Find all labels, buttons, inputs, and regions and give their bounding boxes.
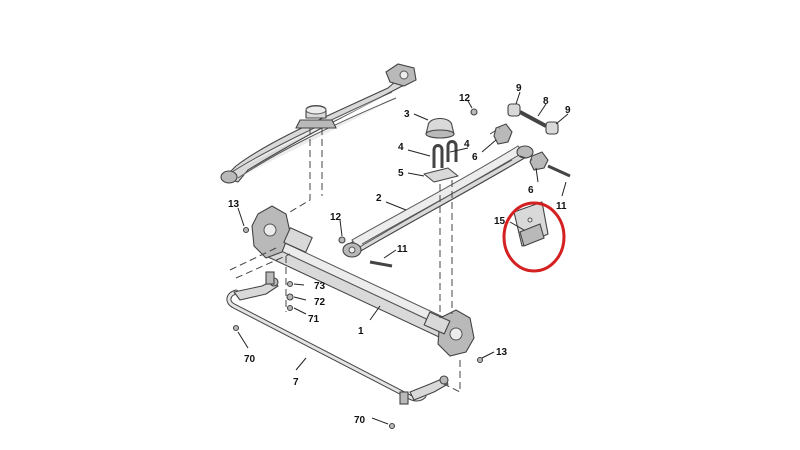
assembly-lines (229, 127, 533, 393)
fastener-71 (286, 304, 294, 312)
callout-4-right[interactable]: 4 (464, 139, 470, 150)
callout-8[interactable]: 8 (543, 96, 549, 107)
screw-left (242, 226, 250, 234)
bracket-part-15[interactable] (513, 201, 549, 247)
rear-axle-beam (251, 205, 475, 357)
callout-71[interactable]: 71 (308, 314, 320, 325)
shackle-lower (529, 151, 549, 171)
callout-70-right[interactable]: 70 (354, 415, 366, 426)
u-bolts (432, 140, 458, 168)
callout-7[interactable]: 7 (293, 377, 299, 388)
clip-left (232, 324, 240, 332)
callout-6-lower[interactable]: 6 (528, 185, 534, 196)
anti-roll-bar (226, 271, 449, 405)
bush-upper (507, 103, 521, 117)
left-bump-stop (295, 104, 337, 129)
leader-lines (237, 91, 569, 425)
callout-labels: 1 2 3 4 4 5 6 6 7 8 9 9 11 11 12 12 13 1… (228, 83, 571, 426)
nut-lower (338, 236, 346, 244)
shackle-pin (519, 110, 547, 128)
callout-6-upper[interactable]: 6 (472, 152, 478, 163)
callout-11-front[interactable]: 11 (397, 244, 408, 255)
callout-72[interactable]: 72 (314, 297, 326, 308)
callout-13-left[interactable]: 13 (228, 199, 240, 210)
fastener-72 (286, 293, 294, 301)
callout-1[interactable]: 1 (358, 326, 364, 337)
nut-upper (470, 108, 478, 116)
clip-right (388, 422, 396, 430)
callout-12-lower[interactable]: 12 (330, 212, 342, 223)
callout-15[interactable]: 15 (494, 216, 506, 227)
callout-3[interactable]: 3 (404, 109, 410, 120)
callout-9-upper[interactable]: 9 (516, 83, 522, 94)
bump-stop-cap (425, 117, 455, 139)
callout-5[interactable]: 5 (398, 168, 404, 179)
callout-2[interactable]: 2 (376, 193, 382, 204)
callout-12-upper[interactable]: 12 (459, 93, 471, 104)
callout-9-lower[interactable]: 9 (565, 105, 571, 116)
fastener-73 (286, 280, 294, 288)
bush-lower (545, 121, 559, 135)
callout-70-left[interactable]: 70 (244, 354, 256, 365)
right-leaf-spring (342, 145, 534, 258)
shackle-upper (493, 123, 513, 145)
clamp-plate (423, 167, 459, 183)
callout-73[interactable]: 73 (314, 281, 326, 292)
screw-right (476, 356, 484, 364)
bolt-front (369, 260, 393, 268)
callout-13-right[interactable]: 13 (496, 347, 508, 358)
callout-11-rear[interactable]: 11 (556, 201, 567, 212)
highlight-circle (502, 201, 566, 273)
bolt-rear (547, 164, 571, 178)
callout-4-left[interactable]: 4 (398, 142, 404, 153)
